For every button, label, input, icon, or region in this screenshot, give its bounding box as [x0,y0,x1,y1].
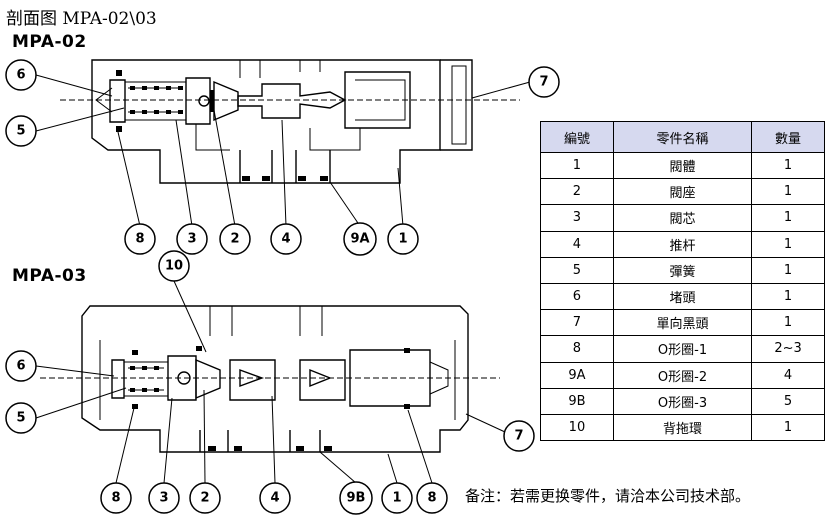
callout-mpa03-9b: 9B [347,491,366,506]
callout-mpa03-5: 5 [16,411,25,426]
cell-quantity: 1 [751,309,825,337]
callout-mpa03-2: 2 [200,491,209,506]
cell-part-name: 推杆 [612,230,753,258]
cell-quantity: 2~3 [751,335,825,363]
footnote: 备注：若需更换零件，请洽本公司技术部。 [465,487,751,505]
callout-mpa02-4: 4 [281,232,290,247]
callout-mpa02-3: 3 [187,232,196,247]
cell-part-name: 閥座 [612,178,753,206]
cell-number: 10 [540,413,614,442]
cell-number: 9A [540,361,614,389]
callout-mpa03-6: 6 [16,359,25,374]
cell-number: 6 [540,282,614,311]
cell-quantity: 1 [751,178,825,206]
parts-table-header: 編號 零件名稱 數量 [540,121,825,153]
cell-quantity: 1 [751,256,825,284]
mpa03-section [40,305,500,453]
callout-mpa02-6: 6 [16,68,25,83]
cell-part-name: 堵頭 [612,282,753,311]
cell-quantity: 5 [751,387,825,415]
cell-part-name: O形圈-1 [612,335,753,363]
header-number: 編號 [540,121,614,153]
cell-part-name: 閥體 [612,151,753,180]
header-quantity: 數量 [751,121,825,153]
callout-mpa02-1: 1 [398,232,407,247]
cell-part-name: 閥芯 [612,204,753,232]
mpa02-callouts: 6 5 8 3 2 4 9A 1 7 [5,59,560,256]
cell-number: 3 [540,204,614,232]
callout-mpa03-4: 4 [270,491,279,506]
cell-quantity: 1 [751,230,825,258]
cell-quantity: 4 [751,361,825,389]
callout-mpa02-5: 5 [16,124,25,139]
cell-number: 4 [540,230,614,258]
model-label-mpa02: MPA-02 [12,32,87,52]
callout-mpa03-7: 7 [514,429,523,444]
page-title: 剖面图 MPA-02\03 [6,9,157,29]
mpa03-leaders [35,280,506,484]
mpa02-leaders [35,74,531,227]
cell-part-name: O形圈-3 [612,387,753,415]
callout-mpa02-7: 7 [539,75,548,90]
cell-quantity: 1 [751,204,825,232]
cell-quantity: 1 [751,413,825,442]
cell-number: 7 [540,309,614,337]
cell-part-name: 彈簧 [612,256,753,284]
cell-number: 1 [540,151,614,180]
cell-quantity: 1 [751,151,825,180]
callout-mpa03-8: 8 [111,491,120,506]
callout-mpa03-3: 3 [159,491,168,506]
callout-mpa02-2: 2 [230,232,239,247]
callout-mpa03-1: 1 [392,491,401,506]
cell-number: 5 [540,256,614,284]
callout-mpa02-9a: 9A [350,232,369,247]
mpa02-section [60,59,520,184]
cell-number: 8 [540,335,614,363]
cell-quantity: 1 [751,282,825,311]
callout-mpa03-8b: 8 [427,491,436,506]
header-part-name: 零件名稱 [612,121,753,153]
model-label-mpa03: MPA-03 [12,266,87,286]
mpa03-callouts: 10 6 5 8 3 2 4 9B 1 8 7 [5,250,535,515]
cell-number: 2 [540,178,614,206]
cell-part-name: O形圈-2 [612,361,753,389]
cell-part-name: 單向黑頭 [612,309,753,337]
callout-mpa03-10: 10 [165,259,183,274]
callout-mpa02-8: 8 [135,232,144,247]
cell-part-name: 背拖環 [612,413,753,442]
cell-number: 9B [540,387,614,415]
